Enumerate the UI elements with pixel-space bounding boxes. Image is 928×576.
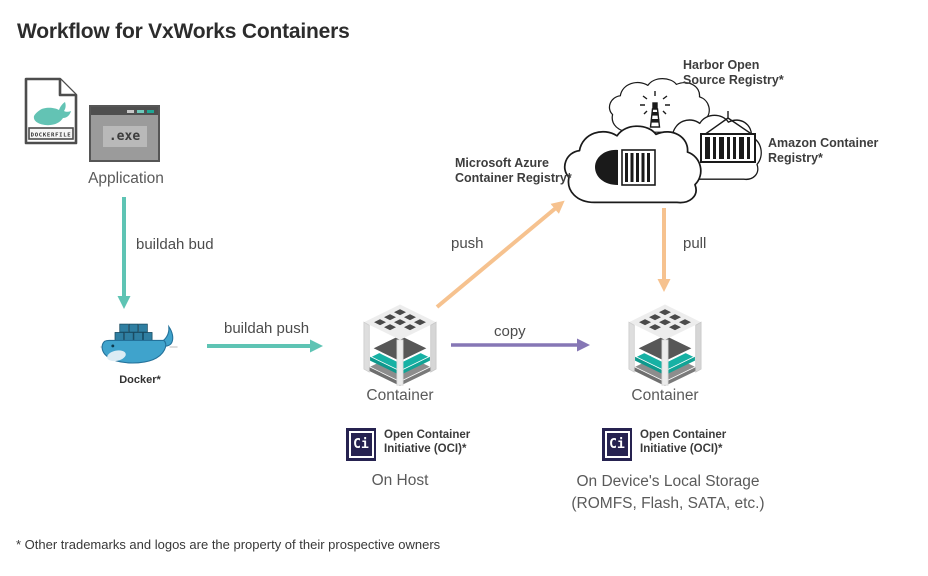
push-label: push xyxy=(451,235,484,252)
exe-window-icon: .exe xyxy=(89,105,160,162)
amazon-container-icon xyxy=(700,111,756,163)
container-icon-host xyxy=(357,303,443,389)
push-arrow xyxy=(435,200,565,309)
window-dash-icon xyxy=(147,109,154,113)
docker-whale-icon xyxy=(100,323,178,364)
dockerfile-icon: DOCKERFILE xyxy=(24,77,78,145)
oci-logo: Ci xyxy=(602,428,632,461)
oci-label: Open Container Initiative (OCI)* xyxy=(384,429,471,455)
azure-container-icon xyxy=(595,149,656,186)
exe-label: .exe xyxy=(102,126,147,147)
page-title: Workflow for VxWorks Containers xyxy=(17,20,350,43)
on-host-label: On Host xyxy=(371,472,429,489)
dockerfile-label: DOCKERFILE xyxy=(31,133,72,139)
pull-label: pull xyxy=(683,235,707,252)
oci-logo-text: Ci xyxy=(348,431,374,458)
oci-logo-text: Ci xyxy=(604,431,630,458)
oci-logo: Ci xyxy=(346,428,376,461)
amazon-registry-label: Amazon Container Registry* xyxy=(768,136,879,165)
harbor-registry-label: Harbor Open Source Registry* xyxy=(683,58,784,87)
registry-clouds xyxy=(563,78,762,204)
container-label-host: Container xyxy=(366,387,434,404)
copy-label: copy xyxy=(494,323,526,340)
docker-label: Docker* xyxy=(119,374,161,386)
container-label-device: Container xyxy=(631,387,699,404)
window-dash-icon xyxy=(137,109,144,113)
oci-label: Open Container Initiative (OCI)* xyxy=(640,429,727,455)
application-label: Application xyxy=(88,170,164,187)
on-device-label: On Device's Local Storage (ROMFS, Flash,… xyxy=(571,473,765,512)
footer-disclaimer: * Other trademarks and logos are the pro… xyxy=(16,537,441,552)
harbor-lighthouse-icon xyxy=(640,91,670,128)
window-dash-icon xyxy=(127,109,134,113)
exe-titlebar xyxy=(91,107,158,115)
whale-glyph xyxy=(33,102,71,126)
container-icon-device xyxy=(622,303,708,389)
buildah-push-label: buildah push xyxy=(224,320,310,337)
azure-registry-label: Microsoft Azure Container Registry* xyxy=(455,156,572,185)
buildah-bud-label: buildah bud xyxy=(136,236,214,253)
